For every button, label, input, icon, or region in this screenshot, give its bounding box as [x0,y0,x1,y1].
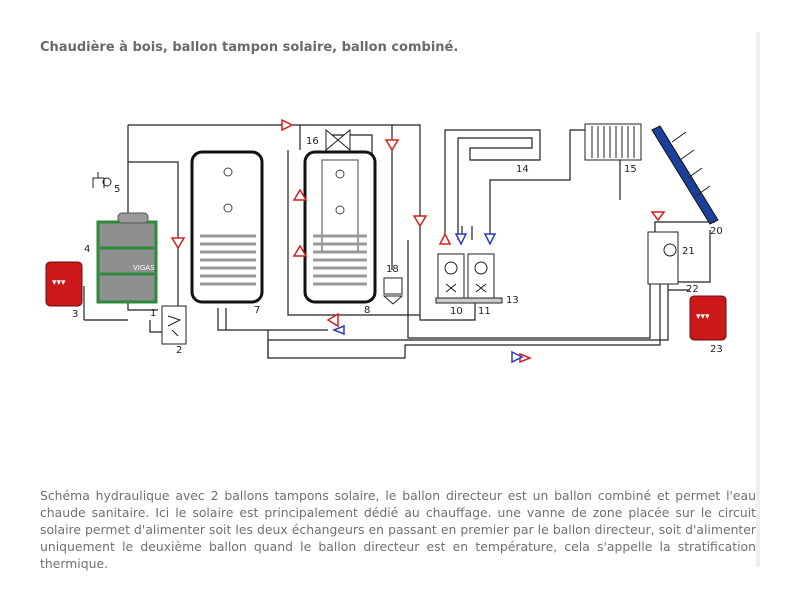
label-23: 23 [710,344,723,355]
label-7: 7 [254,305,260,316]
expansion-vessel-23-icon: ▾▾▾ [689,295,727,341]
mixing-valve-16-icon [325,128,351,152]
boiler-brand: VIGAS [133,264,155,272]
label-14: 14 [516,164,529,175]
label-18: 18 [386,264,399,275]
solar-station-icon [647,231,679,285]
label-2: 2 [176,345,182,356]
page-divider [756,32,760,567]
label-16: 16 [306,136,319,147]
wood-boiler: VIGAS [96,212,158,304]
solar-collector-icon [651,125,719,225]
svg-text:▾▾▾: ▾▾▾ [52,278,66,288]
label-5: 5 [114,184,120,195]
svg-text:▾▾▾: ▾▾▾ [696,312,710,322]
radiator-icon [584,123,642,161]
hot-flow-arrows [170,118,666,364]
label-15: 15 [624,164,637,175]
buffer-tank-7 [190,150,264,304]
diagram-caption: Schéma hydraulique avec 2 ballons tampon… [40,488,756,571]
label-8: 8 [364,305,370,316]
pump-group-2-icon [161,305,187,345]
zone-valve-18-icon [382,277,404,305]
page-title: Chaudière à bois, ballon tampon solaire,… [40,40,459,55]
combined-tank-8 [303,150,377,304]
label-4: 4 [84,244,90,255]
label-1: 1 [150,308,156,319]
circulator-groups-icon [435,253,503,304]
expansion-vessel-3-icon: ▾▾▾ [45,261,83,307]
safety-valve-icon [92,172,112,188]
label-11: 11 [478,306,491,317]
label-21: 21 [682,246,695,257]
hydraulic-diagram: VIGAS ▾▾▾ [45,118,727,364]
label-22: 22 [686,284,699,295]
label-20: 20 [710,226,723,237]
label-3: 3 [72,309,78,320]
cold-flow-arrows [331,233,524,364]
label-10: 10 [450,306,463,317]
label-13: 13 [506,295,519,306]
